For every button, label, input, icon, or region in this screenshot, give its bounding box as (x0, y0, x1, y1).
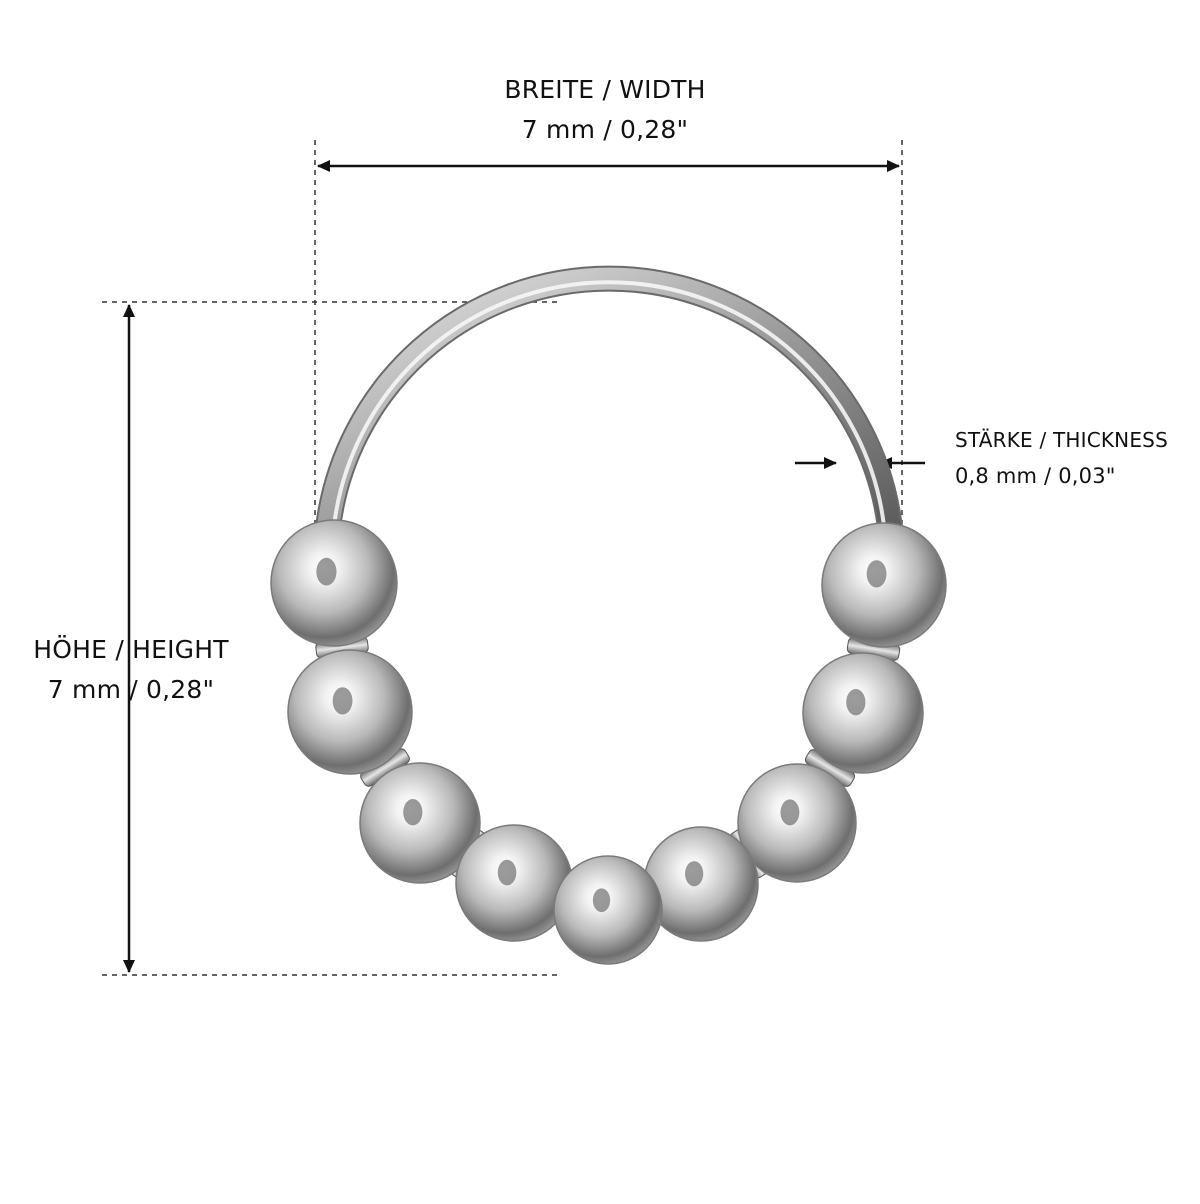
bead-reflection (403, 799, 423, 826)
height-label-title: HÖHE / HEIGHT (33, 635, 229, 664)
width-label-value: 7 mm / 0,28" (521, 115, 689, 144)
bead (802, 652, 924, 774)
bead-reflection (780, 799, 800, 826)
bead-reflection (497, 859, 517, 886)
ring-beads (270, 519, 947, 965)
bead (821, 522, 947, 648)
ring-wire (315, 265, 903, 541)
width-label-title: BREITE / WIDTH (504, 75, 706, 104)
bead (287, 649, 413, 775)
bead-reflection (316, 557, 337, 586)
bead (455, 824, 573, 942)
bead-reflection (866, 560, 887, 588)
width-dimension-label: BREITE / WIDTH 7 mm / 0,28" (405, 70, 805, 150)
bead-reflection (846, 689, 866, 716)
bead (270, 519, 398, 647)
bead-reflection (332, 687, 353, 715)
bead (643, 826, 759, 942)
height-label-value: 7 mm / 0,28" (47, 675, 215, 704)
bead (737, 763, 857, 883)
bead (553, 855, 663, 965)
thickness-label-value: 0,8 mm / 0,03" (955, 464, 1116, 488)
bead-reflection (685, 861, 704, 887)
bead-reflection (592, 888, 611, 913)
height-dimension-label: HÖHE / HEIGHT 7 mm / 0,28" (0, 630, 262, 710)
thickness-dimension-label: STÄRKE / THICKNESS 0,8 mm / 0,03" (955, 422, 1195, 494)
thickness-label-title: STÄRKE / THICKNESS (955, 428, 1168, 452)
bead (359, 762, 481, 884)
